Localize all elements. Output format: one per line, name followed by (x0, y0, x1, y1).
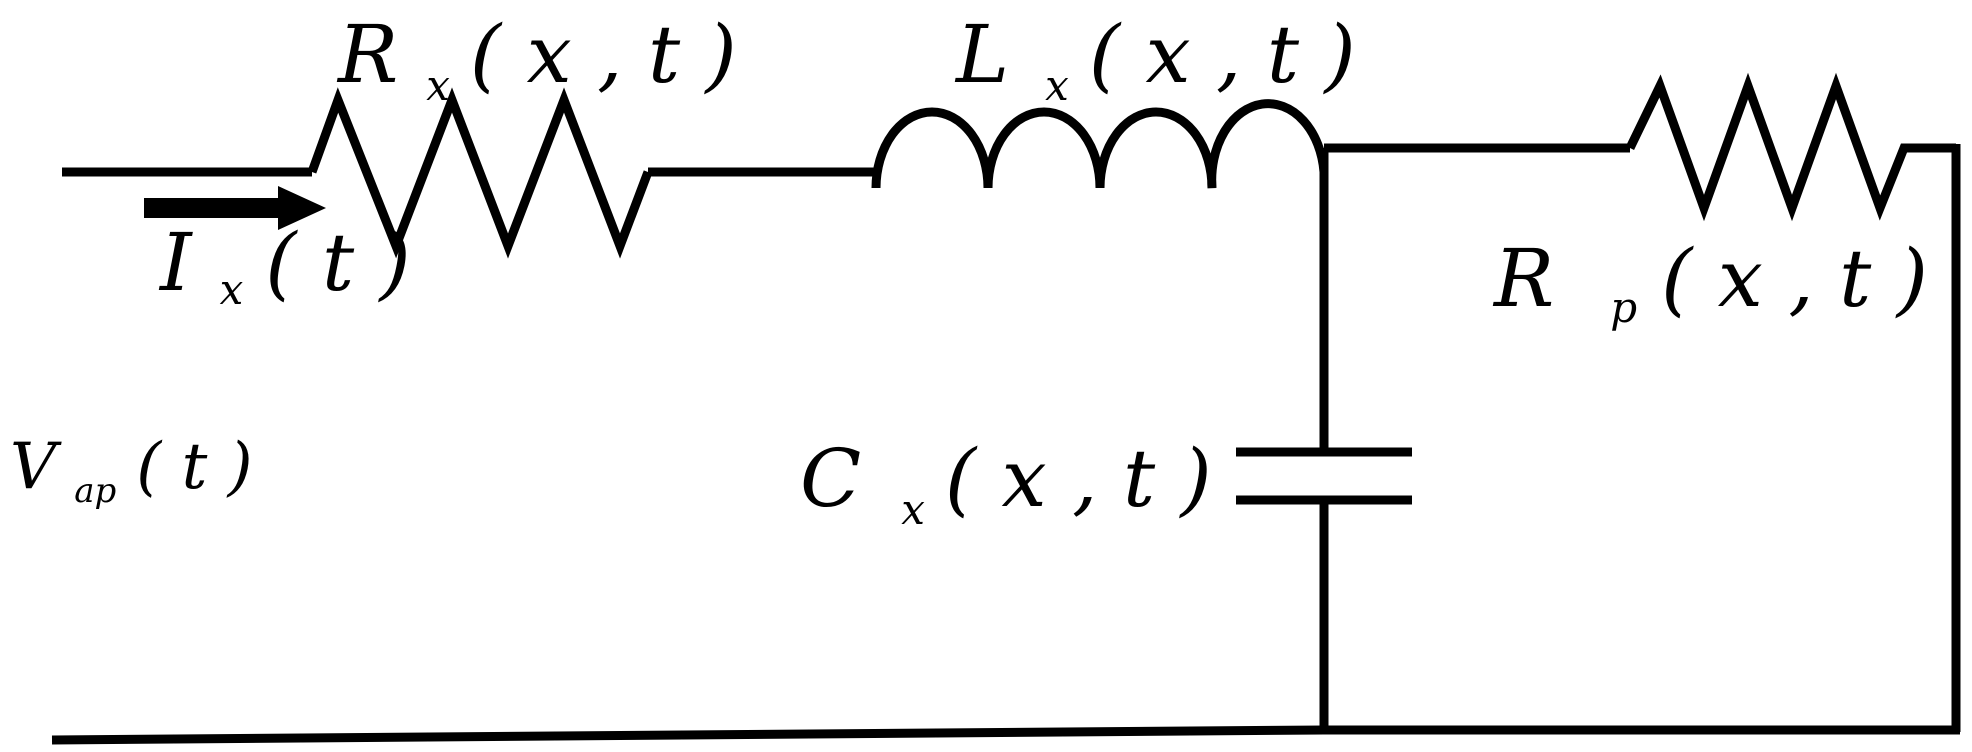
current-arrow-head (278, 186, 326, 230)
bottom-left-wire (51, 725, 1325, 745)
resistor-rx (307, 87, 653, 259)
resistor-rp (1625, 72, 1956, 222)
inductor-lx (871, 99, 1329, 189)
